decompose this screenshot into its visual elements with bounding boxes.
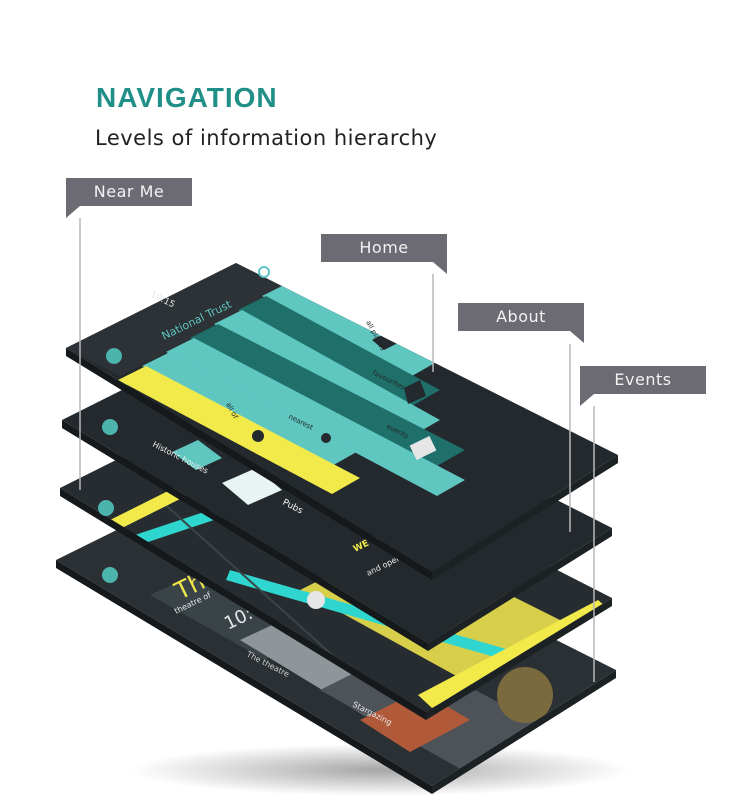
near-me-label: Near Me [66,178,192,218]
page-subtitle: Levels of information hierarchy [95,126,438,150]
page-title: NAVIGATION [96,82,278,113]
home-screen: 10:15 National Trust all places favourit… [66,263,618,580]
events-label: Events [580,366,706,406]
about-label: About [458,303,584,343]
home-label: Home [321,234,447,274]
